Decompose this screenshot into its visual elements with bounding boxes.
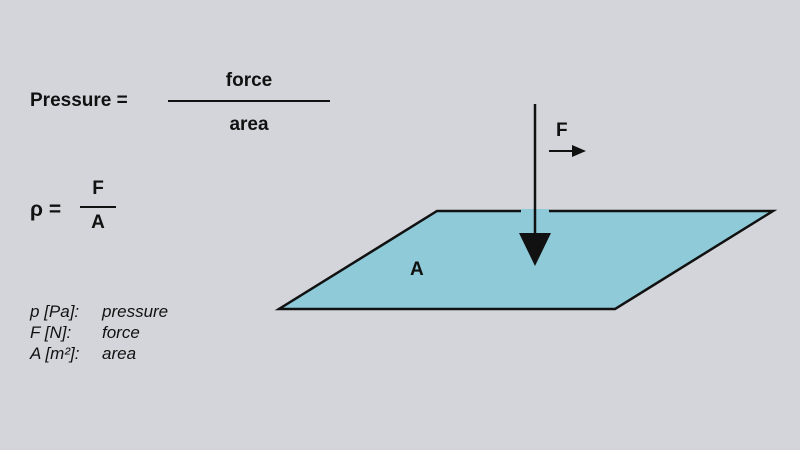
legend-row-force: F [N]: force — [30, 322, 168, 343]
legend-meaning: area — [102, 344, 137, 363]
legend-row-pressure: p [Pa]: pressure — [30, 301, 168, 322]
plate-area-label: A — [410, 259, 424, 280]
legend-meaning: force — [102, 323, 140, 342]
force-label: F — [556, 120, 568, 141]
symbol-formula-denominator: A — [91, 212, 105, 233]
pressure-formula-lhs: Pressure = — [30, 90, 128, 111]
pressure-formula-numerator: force — [225, 70, 273, 91]
legend-symbol: A [m²]: — [30, 344, 80, 363]
pressure-formula-denominator: area — [229, 114, 269, 135]
legend-meaning: pressure — [102, 302, 169, 321]
symbol-formula-fraction-bar — [80, 206, 116, 208]
legend-symbol: F [N]: — [30, 323, 72, 342]
units-legend: p [Pa]: pressure F [N]: force A [m²]: area — [30, 301, 168, 364]
symbol-formula-lhs: ρ = — [30, 198, 62, 221]
symbol-formula-numerator: F — [92, 178, 104, 199]
force-arrow-head — [519, 233, 551, 266]
legend-symbol: p [Pa]: — [30, 302, 80, 321]
pressure-formula-fraction-bar — [168, 100, 330, 102]
legend-row-area: A [m²]: area — [30, 343, 168, 364]
area-plate — [274, 209, 778, 311]
direction-arrow-head — [572, 145, 586, 157]
